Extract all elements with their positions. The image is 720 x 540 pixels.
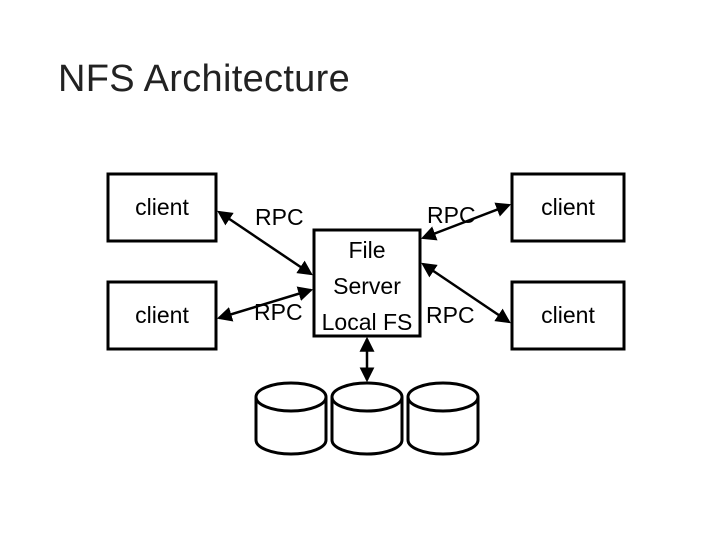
file-server-box: [312, 228, 422, 338]
server-label-server: Server: [333, 273, 401, 299]
client-box-bottom-right: [510, 280, 626, 351]
edge-bottom-right: [421, 262, 511, 324]
client-box-bottom-left: [106, 280, 218, 351]
disk-icon: [330, 381, 404, 456]
server-label-file: File: [348, 237, 385, 263]
rpc-label-bottom-left: RPC: [254, 299, 303, 325]
client-label-top-right: client: [541, 194, 595, 220]
edge-bottom-left: [216, 286, 314, 322]
client-label-top-left: client: [135, 194, 189, 220]
disk-array: [254, 381, 480, 456]
page-title: NFS Architecture: [58, 58, 351, 100]
client-box-top-left: [106, 172, 218, 243]
rpc-label-top-left: RPC: [255, 204, 304, 230]
client-box-top-right: [510, 172, 626, 243]
edge-top-right: [420, 202, 512, 241]
server-label-local-fs: Local FS: [322, 309, 413, 335]
client-label-bottom-right: client: [541, 302, 595, 328]
rpc-label-bottom-right: RPC: [426, 302, 475, 328]
client-label-bottom-left: client: [135, 302, 189, 328]
disk-icon: [406, 381, 480, 456]
edge-top-left: [217, 210, 313, 276]
disk-icon: [254, 381, 328, 456]
rpc-label-top-right: RPC: [427, 202, 476, 228]
